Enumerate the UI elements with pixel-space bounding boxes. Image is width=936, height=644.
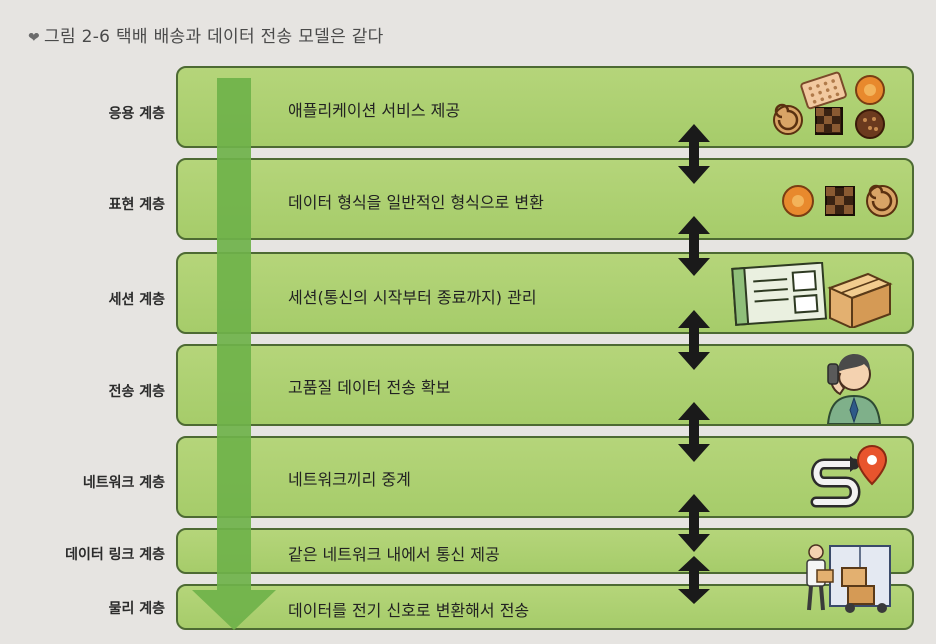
layer-desc-application: 애플리케이션 서비스 제공 bbox=[288, 101, 461, 120]
heart-icon: ❤ bbox=[28, 30, 41, 46]
double-arrow-icon bbox=[678, 494, 710, 552]
phone-agent-icon bbox=[826, 354, 882, 424]
double-arrow-icon bbox=[678, 556, 710, 604]
double-arrow-icon bbox=[678, 216, 710, 276]
layer-label-session: 세션 계층 bbox=[108, 292, 165, 308]
layer-label-physical: 물리 계층 bbox=[108, 601, 165, 617]
double-arrow-icon bbox=[678, 124, 710, 184]
layer-desc-network: 네트워크끼리 중계 bbox=[288, 470, 411, 489]
layer-desc-datalink: 같은 네트워크 내에서 통신 제공 bbox=[288, 545, 500, 564]
delivery-truck-icon bbox=[806, 544, 891, 613]
cookie-row-icon bbox=[782, 184, 898, 217]
layer-band-datalink bbox=[176, 528, 914, 574]
layer-desc-physical: 데이터를 전기 신호로 변환해서 전송 bbox=[288, 601, 530, 620]
layer-label-transport: 전송 계층 bbox=[108, 384, 165, 400]
layer-label-presentation: 표현 계층 bbox=[108, 197, 165, 213]
layer-label-network: 네트워크 계층 bbox=[82, 475, 165, 491]
waybill-box-icon bbox=[731, 262, 893, 328]
caption-text: 그림 2-6 택배 배송과 데이터 전송 모델은 같다 bbox=[44, 27, 384, 47]
layer-desc-session: 세션(통신의 시작부터 종료까지) 관리 bbox=[288, 288, 537, 307]
layer-band-physical bbox=[176, 584, 914, 630]
layer-band-transport bbox=[176, 344, 914, 426]
layer-band-network bbox=[176, 436, 914, 518]
layer-desc-presentation: 데이터 형식을 일반적인 형식으로 변환 bbox=[288, 193, 544, 212]
layer-label-application: 응용 계층 bbox=[108, 106, 165, 122]
cookies-icon bbox=[773, 71, 885, 139]
figure-caption: ❤그림 2-6 택배 배송과 데이터 전송 모델은 같다 bbox=[28, 22, 384, 47]
layer-label-datalink: 데이터 링크 계층 bbox=[65, 547, 165, 563]
double-arrow-icon bbox=[678, 402, 710, 462]
layer-desc-transport: 고품질 데이터 전송 확보 bbox=[288, 378, 451, 397]
double-arrow-icon bbox=[678, 310, 710, 370]
route-pin-icon bbox=[810, 444, 888, 508]
